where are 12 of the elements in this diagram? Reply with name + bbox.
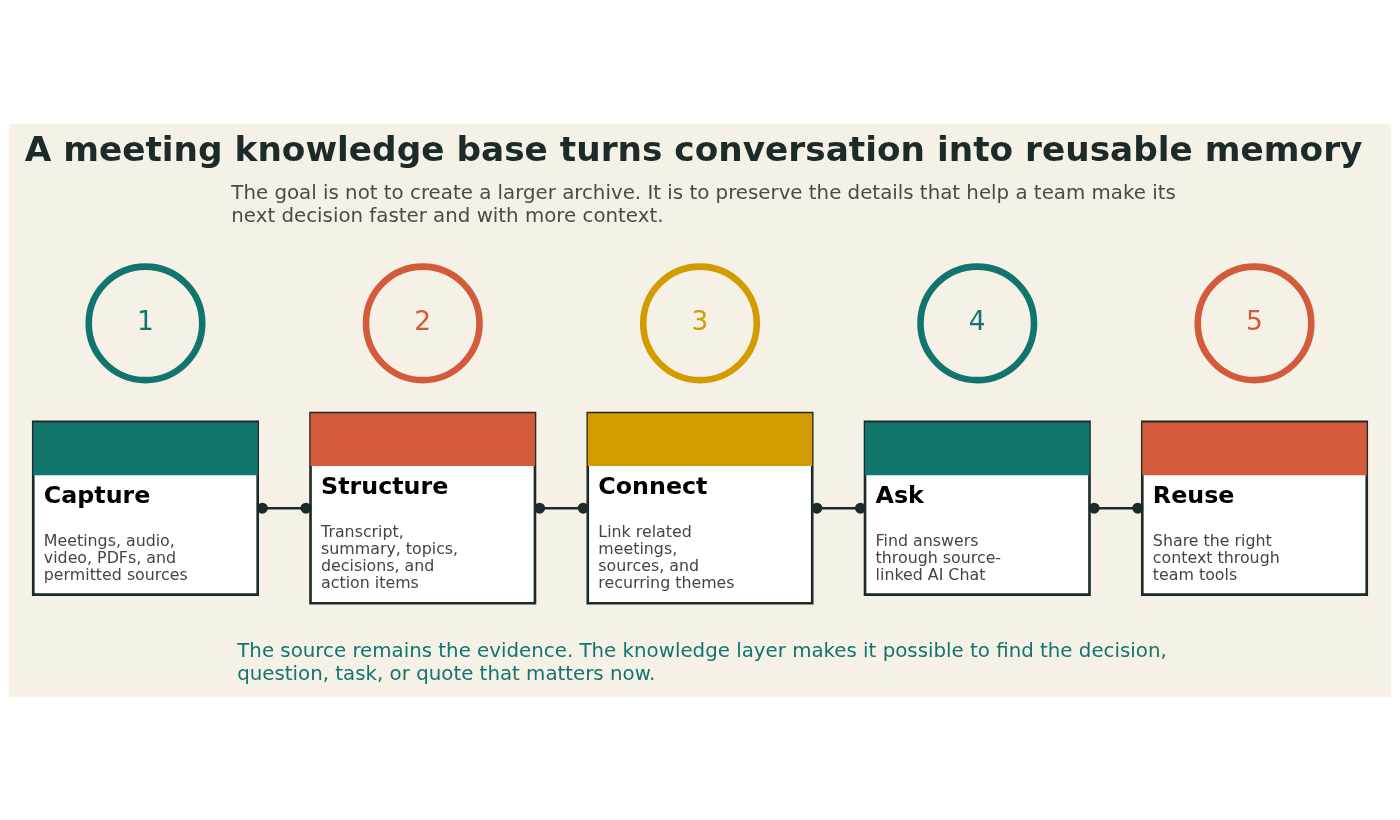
label: The source remains the evidence. The knowledge layer makes it possible to find the decision, question, task, or quote that matters now. [237, 638, 1167, 685]
node-circle: 5 [1194, 262, 1315, 383]
connector [1088, 502, 1144, 514]
node-circle: 2 [362, 262, 483, 383]
diagram-title: A meeting knowledge base turns conversation into reusable memory [24, 128, 1363, 169]
connector [811, 502, 867, 514]
connector [534, 502, 589, 514]
label: The goal is not to create a larger archive. It is to preserve the details that help a team make its next decision faster and with more context. [231, 180, 1176, 227]
connector [256, 502, 312, 514]
node-circle: 4 [917, 262, 1038, 383]
node-circle: 3 [639, 262, 761, 383]
node-circle: 1 [85, 262, 206, 383]
